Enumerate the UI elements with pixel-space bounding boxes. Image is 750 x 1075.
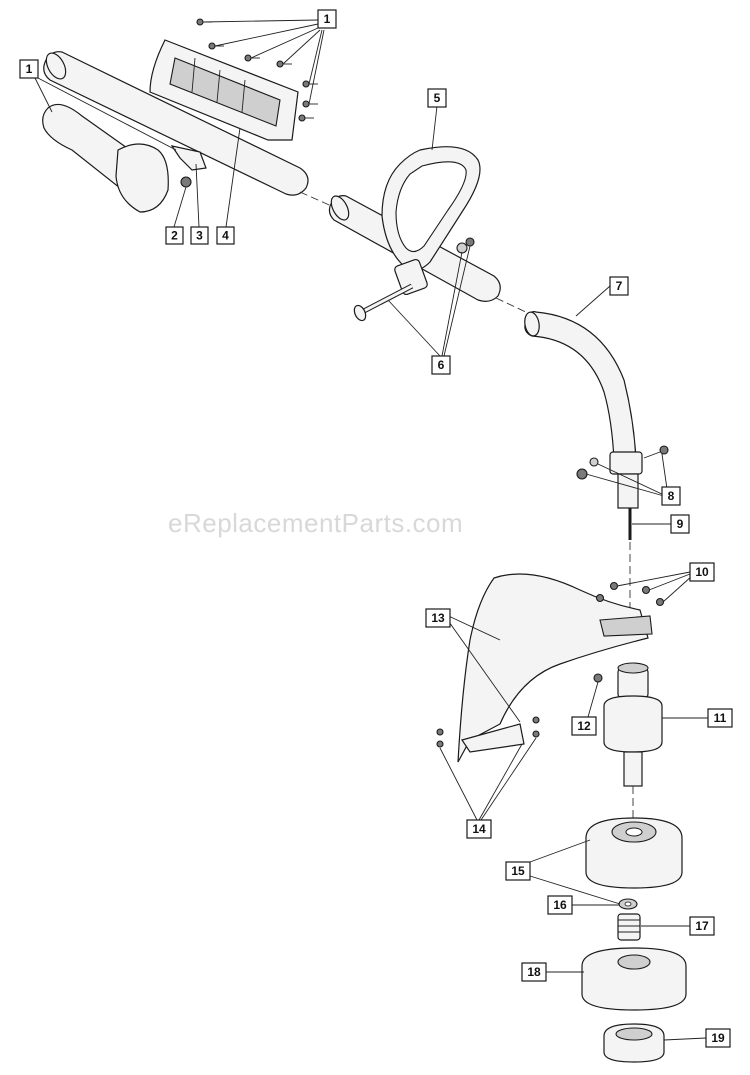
svg-text:16: 16	[553, 898, 567, 912]
svg-text:18: 18	[527, 965, 541, 979]
spool	[581, 947, 687, 1011]
svg-text:10: 10	[695, 565, 709, 579]
svg-text:14: 14	[472, 822, 486, 836]
callout-10: 10	[689, 562, 715, 582]
callout-7: 7	[609, 276, 629, 296]
handle-washers	[456, 237, 475, 254]
svg-text:12: 12	[577, 719, 591, 733]
callout-19: 19	[705, 1028, 731, 1048]
callout-18: 18	[521, 962, 547, 982]
svg-text:6: 6	[438, 358, 445, 372]
upper-shaft-tube	[43, 51, 309, 196]
callout-14: 14	[466, 819, 492, 839]
callout-15: 15	[505, 861, 531, 881]
callout-16: 16	[547, 895, 573, 915]
loop-handle	[381, 146, 481, 296]
callout-4: 4	[216, 226, 235, 245]
handle-bolt	[353, 283, 414, 322]
spool-housing-top	[585, 817, 683, 889]
callout-12: 12	[571, 716, 597, 736]
svg-text:17: 17	[695, 919, 709, 933]
callout-9: 9	[670, 514, 690, 534]
washer	[618, 898, 638, 910]
shaft-clamp-hardware	[576, 445, 669, 480]
svg-text:8: 8	[668, 489, 675, 503]
callout-17: 17	[689, 916, 715, 936]
watermark: eReplacementParts.com	[168, 508, 463, 538]
svg-text:15: 15	[511, 864, 525, 878]
small-nut	[180, 176, 192, 188]
callout-6: 6	[431, 355, 451, 375]
svg-text:9: 9	[677, 517, 684, 531]
svg-text:13: 13	[431, 611, 445, 625]
callout-2: 2	[165, 226, 184, 245]
lower-curved-shaft	[524, 311, 643, 509]
handle-grip	[42, 103, 169, 213]
grass-deflector-guard	[457, 573, 653, 763]
callout-13: 13	[425, 608, 451, 628]
spring	[617, 913, 641, 941]
svg-text:7: 7	[616, 279, 623, 293]
callout-11: 11	[707, 708, 733, 728]
gearhead-housing	[603, 662, 663, 787]
handle-clamp-housing	[149, 39, 299, 141]
svg-text:2: 2	[171, 229, 178, 243]
callout-3: 3	[190, 226, 209, 245]
bump-knob	[603, 1023, 665, 1063]
assembly-axis-mid	[495, 297, 531, 315]
svg-text:1: 1	[26, 62, 33, 76]
callout-5: 5	[427, 88, 447, 108]
svg-text:1: 1	[324, 12, 331, 26]
gearhead-bolt	[593, 673, 603, 683]
callout-1-top: 1	[317, 9, 337, 29]
svg-text:4: 4	[222, 229, 229, 243]
callout-1-left: 1	[19, 59, 39, 79]
leader-lines	[34, 19, 708, 1041]
svg-text:5: 5	[434, 91, 441, 105]
svg-text:3: 3	[196, 229, 203, 243]
svg-text:11: 11	[714, 711, 727, 725]
svg-text:19: 19	[711, 1031, 725, 1045]
callout-8: 8	[661, 486, 681, 506]
throttle-trigger	[170, 145, 207, 171]
guard-screws	[436, 581, 665, 748]
